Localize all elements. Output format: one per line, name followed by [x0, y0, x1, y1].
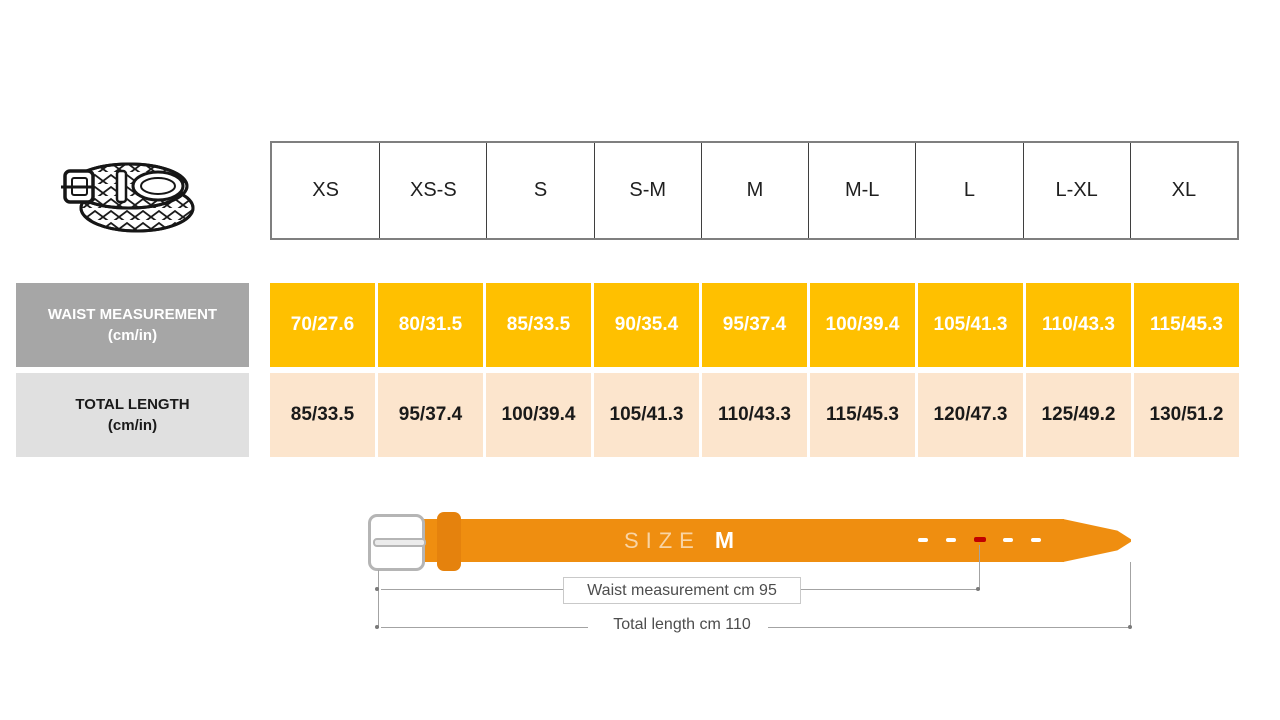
belt-hole: [946, 538, 956, 542]
dimension-dot: [375, 625, 379, 629]
waist-value-cell: 100/39.4: [810, 283, 915, 367]
waist-measurement-row: 70/27.6 80/31.5 85/33.5 90/35.4 95/37.4 …: [270, 283, 1239, 367]
waist-value-cell: 110/43.3: [1026, 283, 1131, 367]
belt-size-text: SIZE M: [579, 519, 779, 562]
total-length-row: 85/33.5 95/37.4 100/39.4 105/41.3 110/43…: [270, 373, 1239, 457]
length-row-label-text: TOTAL LENGTH: [75, 396, 190, 413]
size-header-cell: M-L: [808, 143, 915, 238]
belt-hole-marked: [974, 537, 986, 542]
length-value-cell: 120/47.3: [918, 373, 1023, 457]
waist-hole-dimension-line: [979, 545, 980, 590]
buckle-dimension-line: [378, 570, 379, 628]
total-length-row-label: TOTAL LENGTH (cm/in): [16, 373, 249, 457]
waist-value-cell: 105/41.3: [918, 283, 1023, 367]
length-value-cell: 95/37.4: [378, 373, 483, 457]
length-value-cell: 85/33.5: [270, 373, 375, 457]
total-length-caption: Total length cm 110: [613, 616, 751, 633]
waist-dimension-line-right: [801, 589, 978, 590]
braided-belt-icon: [55, 148, 205, 238]
dimension-dot: [375, 587, 379, 591]
size-header-cell: S-M: [593, 143, 701, 238]
waist-row-label-text: WAIST MEASUREMENT: [47, 306, 218, 323]
size-header-cell: XS-S: [379, 143, 486, 238]
waist-row-unit-text: (cm/in): [107, 327, 158, 344]
length-value-cell: 130/51.2: [1134, 373, 1239, 457]
waist-value-cell: 95/37.4: [702, 283, 807, 367]
size-header-cell: L-XL: [1022, 143, 1130, 238]
belt-hole: [1031, 538, 1041, 542]
size-header-cell: S: [486, 143, 593, 238]
size-header-cell: M: [700, 143, 808, 238]
belt-buckle-prong: [373, 538, 426, 547]
length-value-cell: 100/39.4: [486, 373, 591, 457]
waist-value-cell: 115/45.3: [1134, 283, 1239, 367]
waist-value-cell: 90/35.4: [594, 283, 699, 367]
belt-hole: [918, 538, 928, 542]
waist-value-cell: 80/31.5: [378, 283, 483, 367]
length-row-unit-text: (cm/in): [107, 417, 158, 434]
waist-measurement-caption: Waist measurement cm 95: [563, 577, 801, 604]
size-label: SIZE: [623, 527, 701, 553]
belt-buckle-icon: [368, 514, 425, 571]
length-value-cell: 115/45.3: [810, 373, 915, 457]
belt-keeper: [437, 512, 461, 571]
size-value: M: [714, 527, 735, 553]
dimension-dot: [1128, 625, 1132, 629]
total-dimension-line-right: [768, 627, 1130, 628]
waist-value-cell: 85/33.5: [486, 283, 591, 367]
size-header-cell: L: [915, 143, 1022, 238]
total-dimension-line-left: [381, 627, 588, 628]
belt-strap: [424, 519, 1064, 562]
size-header-row: XS XS-S S S-M M M-L L L-XL XL: [270, 141, 1239, 240]
belt-hole: [1003, 538, 1013, 542]
length-value-cell: 105/41.3: [594, 373, 699, 457]
tip-dimension-line: [1130, 562, 1131, 626]
belt-tip: [1063, 519, 1131, 562]
size-header-cell: XS: [312, 179, 339, 201]
waist-dimension-line-left: [381, 589, 564, 590]
length-value-cell: 125/49.2: [1026, 373, 1131, 457]
length-value-cell: 110/43.3: [702, 373, 807, 457]
dimension-dot: [976, 587, 980, 591]
waist-value-cell: 70/27.6: [270, 283, 375, 367]
waist-measurement-row-label: WAIST MEASUREMENT (cm/in): [16, 283, 249, 367]
size-header-cell: XL: [1129, 143, 1237, 238]
